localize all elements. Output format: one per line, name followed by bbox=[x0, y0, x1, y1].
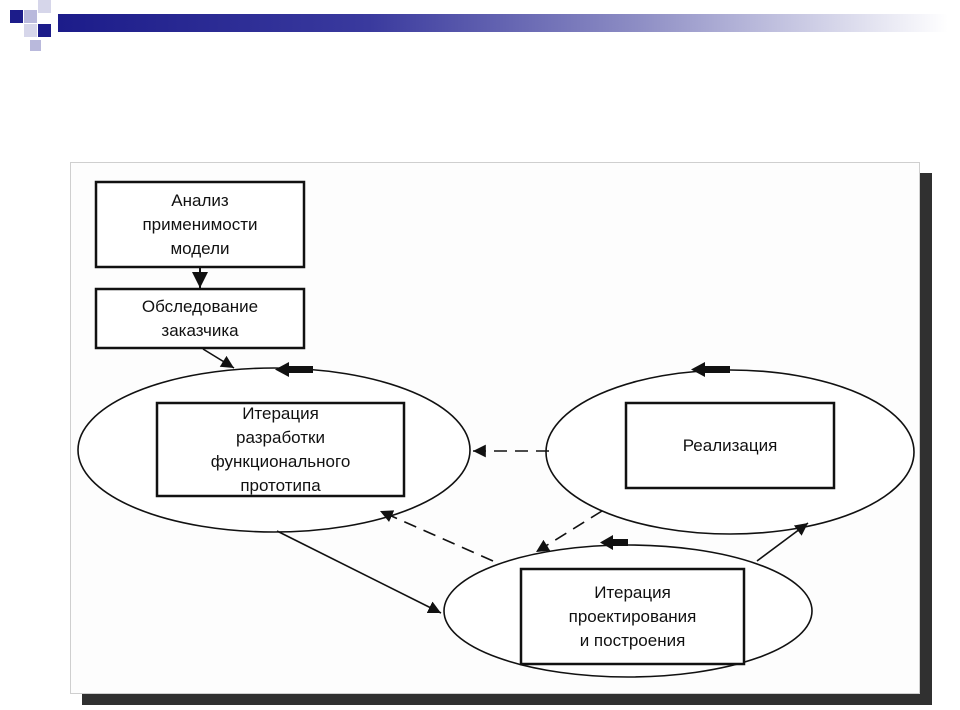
customer-survey-label: Обследование заказчика bbox=[141, 296, 259, 340]
customer-survey-box bbox=[94, 287, 306, 350]
analysis-box bbox=[94, 180, 306, 269]
dashed-arrow-implementation-to-design bbox=[535, 510, 603, 553]
cycle-direction-arrow-left-icon bbox=[275, 362, 313, 377]
cycle-direction-arrow-bottom-ellipse-icon bbox=[600, 535, 628, 550]
design-build-label: Итерация проектирования и построения bbox=[568, 582, 697, 650]
arrow-survey-to-prototype bbox=[202, 348, 235, 369]
arrow-design-to-implementation bbox=[756, 522, 809, 562]
slide-title-bar bbox=[0, 0, 960, 60]
prototype-iteration-label: Итерация разработки функционального прот… bbox=[210, 403, 351, 495]
prototype-iteration-box bbox=[155, 401, 406, 498]
title-gradient-line bbox=[58, 14, 948, 32]
design-build-box bbox=[519, 567, 746, 666]
implementation-box bbox=[624, 401, 836, 490]
cycle-direction-arrow-right-ellipse-icon bbox=[691, 362, 730, 377]
arrow-prototype-to-design bbox=[276, 530, 442, 614]
implementation-label: Реализация bbox=[682, 435, 778, 455]
dashed-arrow-design-to-prototype bbox=[379, 510, 494, 562]
analysis-label: Анализ применимости модели bbox=[142, 190, 258, 258]
